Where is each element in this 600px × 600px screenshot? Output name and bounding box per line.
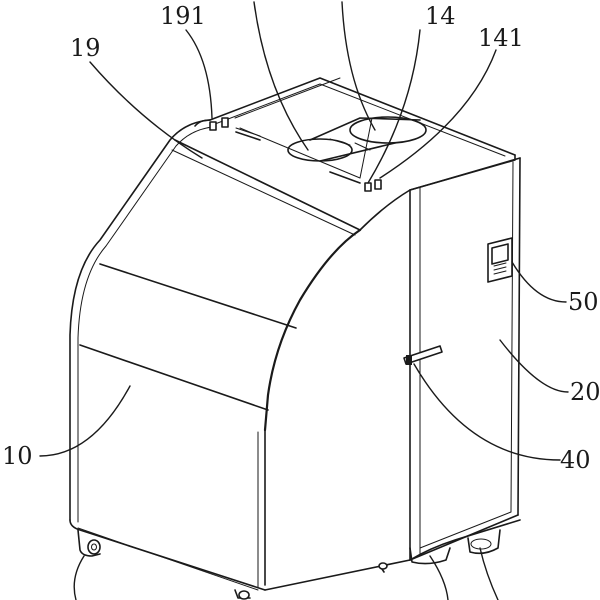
label-141: 141 [478,24,524,52]
label-40: 40 [560,446,591,474]
leader-lines [39,1,569,600]
button-141 [364,179,382,192]
door-handle [403,345,443,365]
button-191 [209,117,229,131]
label-20: 20 [570,378,600,406]
top-lid [209,77,521,191]
caster-wheels [77,529,501,600]
label-191: 191 [160,2,206,30]
side-door [264,157,521,591]
control-panel [487,237,513,283]
label-14: 14 [425,2,456,30]
label-10: 10 [2,442,33,470]
label-50: 50 [568,288,599,316]
housing-front [69,119,411,591]
label-19: 19 [70,34,101,62]
